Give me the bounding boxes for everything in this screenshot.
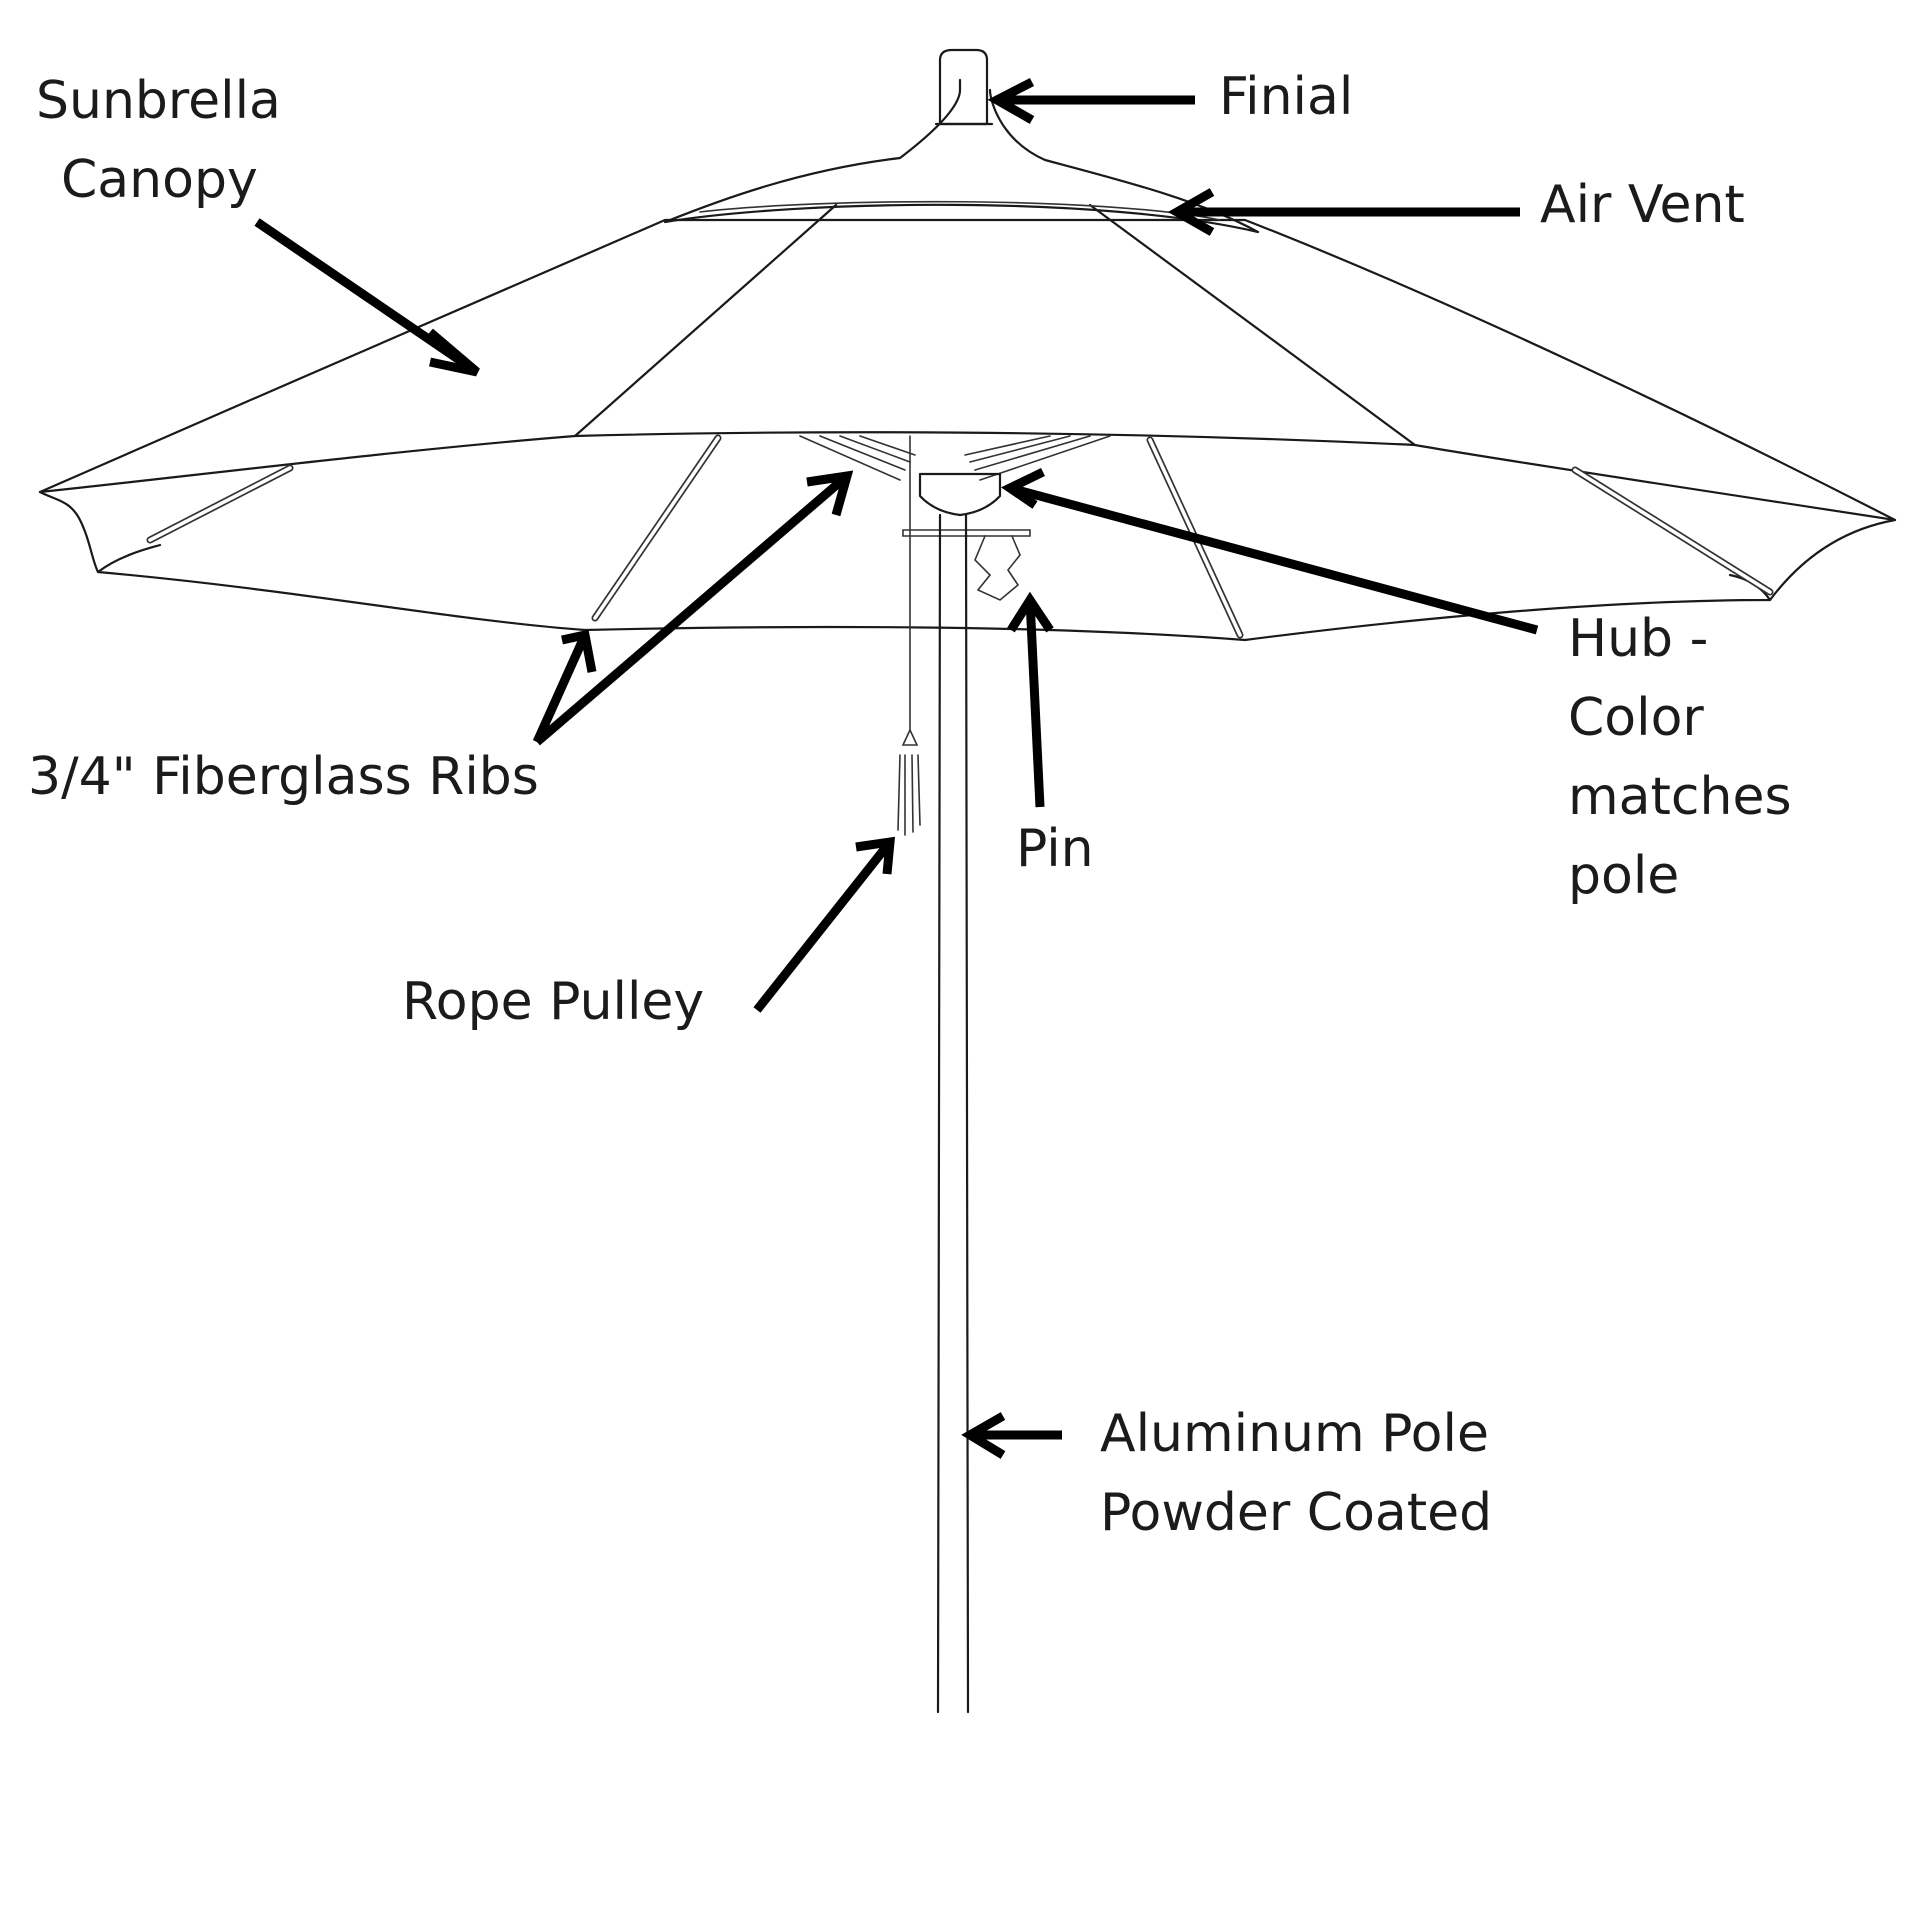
pole-right-edge [964, 513, 970, 1714]
arrows [254, 77, 1539, 1459]
arrow-finial [987, 77, 1195, 124]
label-sunbrella-canopy: Sunbrella Canopy [36, 62, 281, 220]
rope-pulley [897, 728, 921, 836]
label-hub-line-4: pole [1568, 846, 1680, 906]
hub-collar [902, 529, 1031, 537]
label-fiberglass-ribs: 3/4" Fiberglass Ribs [28, 747, 539, 807]
arrow-canopy [254, 218, 480, 377]
canopy-outline [38, 218, 1897, 522]
arrow-pole [961, 1412, 1062, 1459]
label-canopy-line-1: Sunbrella [36, 71, 281, 131]
vent-band [699, 200, 1221, 221]
canopy-panel-left [573, 203, 838, 438]
arrow-pin [1007, 591, 1054, 808]
pole-left-edge [936, 513, 942, 1714]
tassel [897, 728, 921, 836]
hub-body [918, 472, 1002, 517]
label-canopy-line-2: Canopy [61, 150, 258, 210]
label-hub-line-3: matches [1568, 767, 1792, 827]
rib-fan [799, 435, 1111, 481]
label-hub: Hub - Color matches pole [1568, 600, 1792, 916]
label-rope-pulley: Rope Pulley [402, 972, 705, 1032]
finial-cap [938, 48, 989, 126]
pin-chain [974, 535, 1021, 601]
arrow-ribs-b [534, 470, 854, 746]
arrow-air-vent [1167, 188, 1520, 236]
pole [909, 435, 970, 1714]
label-finial: Finial [1219, 67, 1354, 127]
canopy [38, 78, 1897, 522]
canopy-panel-right [1088, 203, 1417, 447]
label-hub-line-1: Hub - [1568, 609, 1709, 669]
label-hub-line-2: Color [1568, 688, 1704, 748]
arrow-hub [1001, 467, 1539, 635]
underside-scallop [96, 543, 1772, 602]
finial [934, 48, 994, 126]
hub [902, 472, 1031, 601]
arrow-pulley [753, 836, 896, 1013]
label-pin: Pin [1016, 819, 1094, 879]
label-air-vent: Air Vent [1540, 175, 1745, 235]
label-pole-line-1: Aluminum Pole [1100, 1404, 1489, 1464]
label-aluminum-pole: Aluminum Pole Powder Coated [1100, 1395, 1492, 1553]
arrow-ribs-a [532, 629, 597, 744]
label-pole-line-2: Powder Coated [1100, 1483, 1493, 1543]
